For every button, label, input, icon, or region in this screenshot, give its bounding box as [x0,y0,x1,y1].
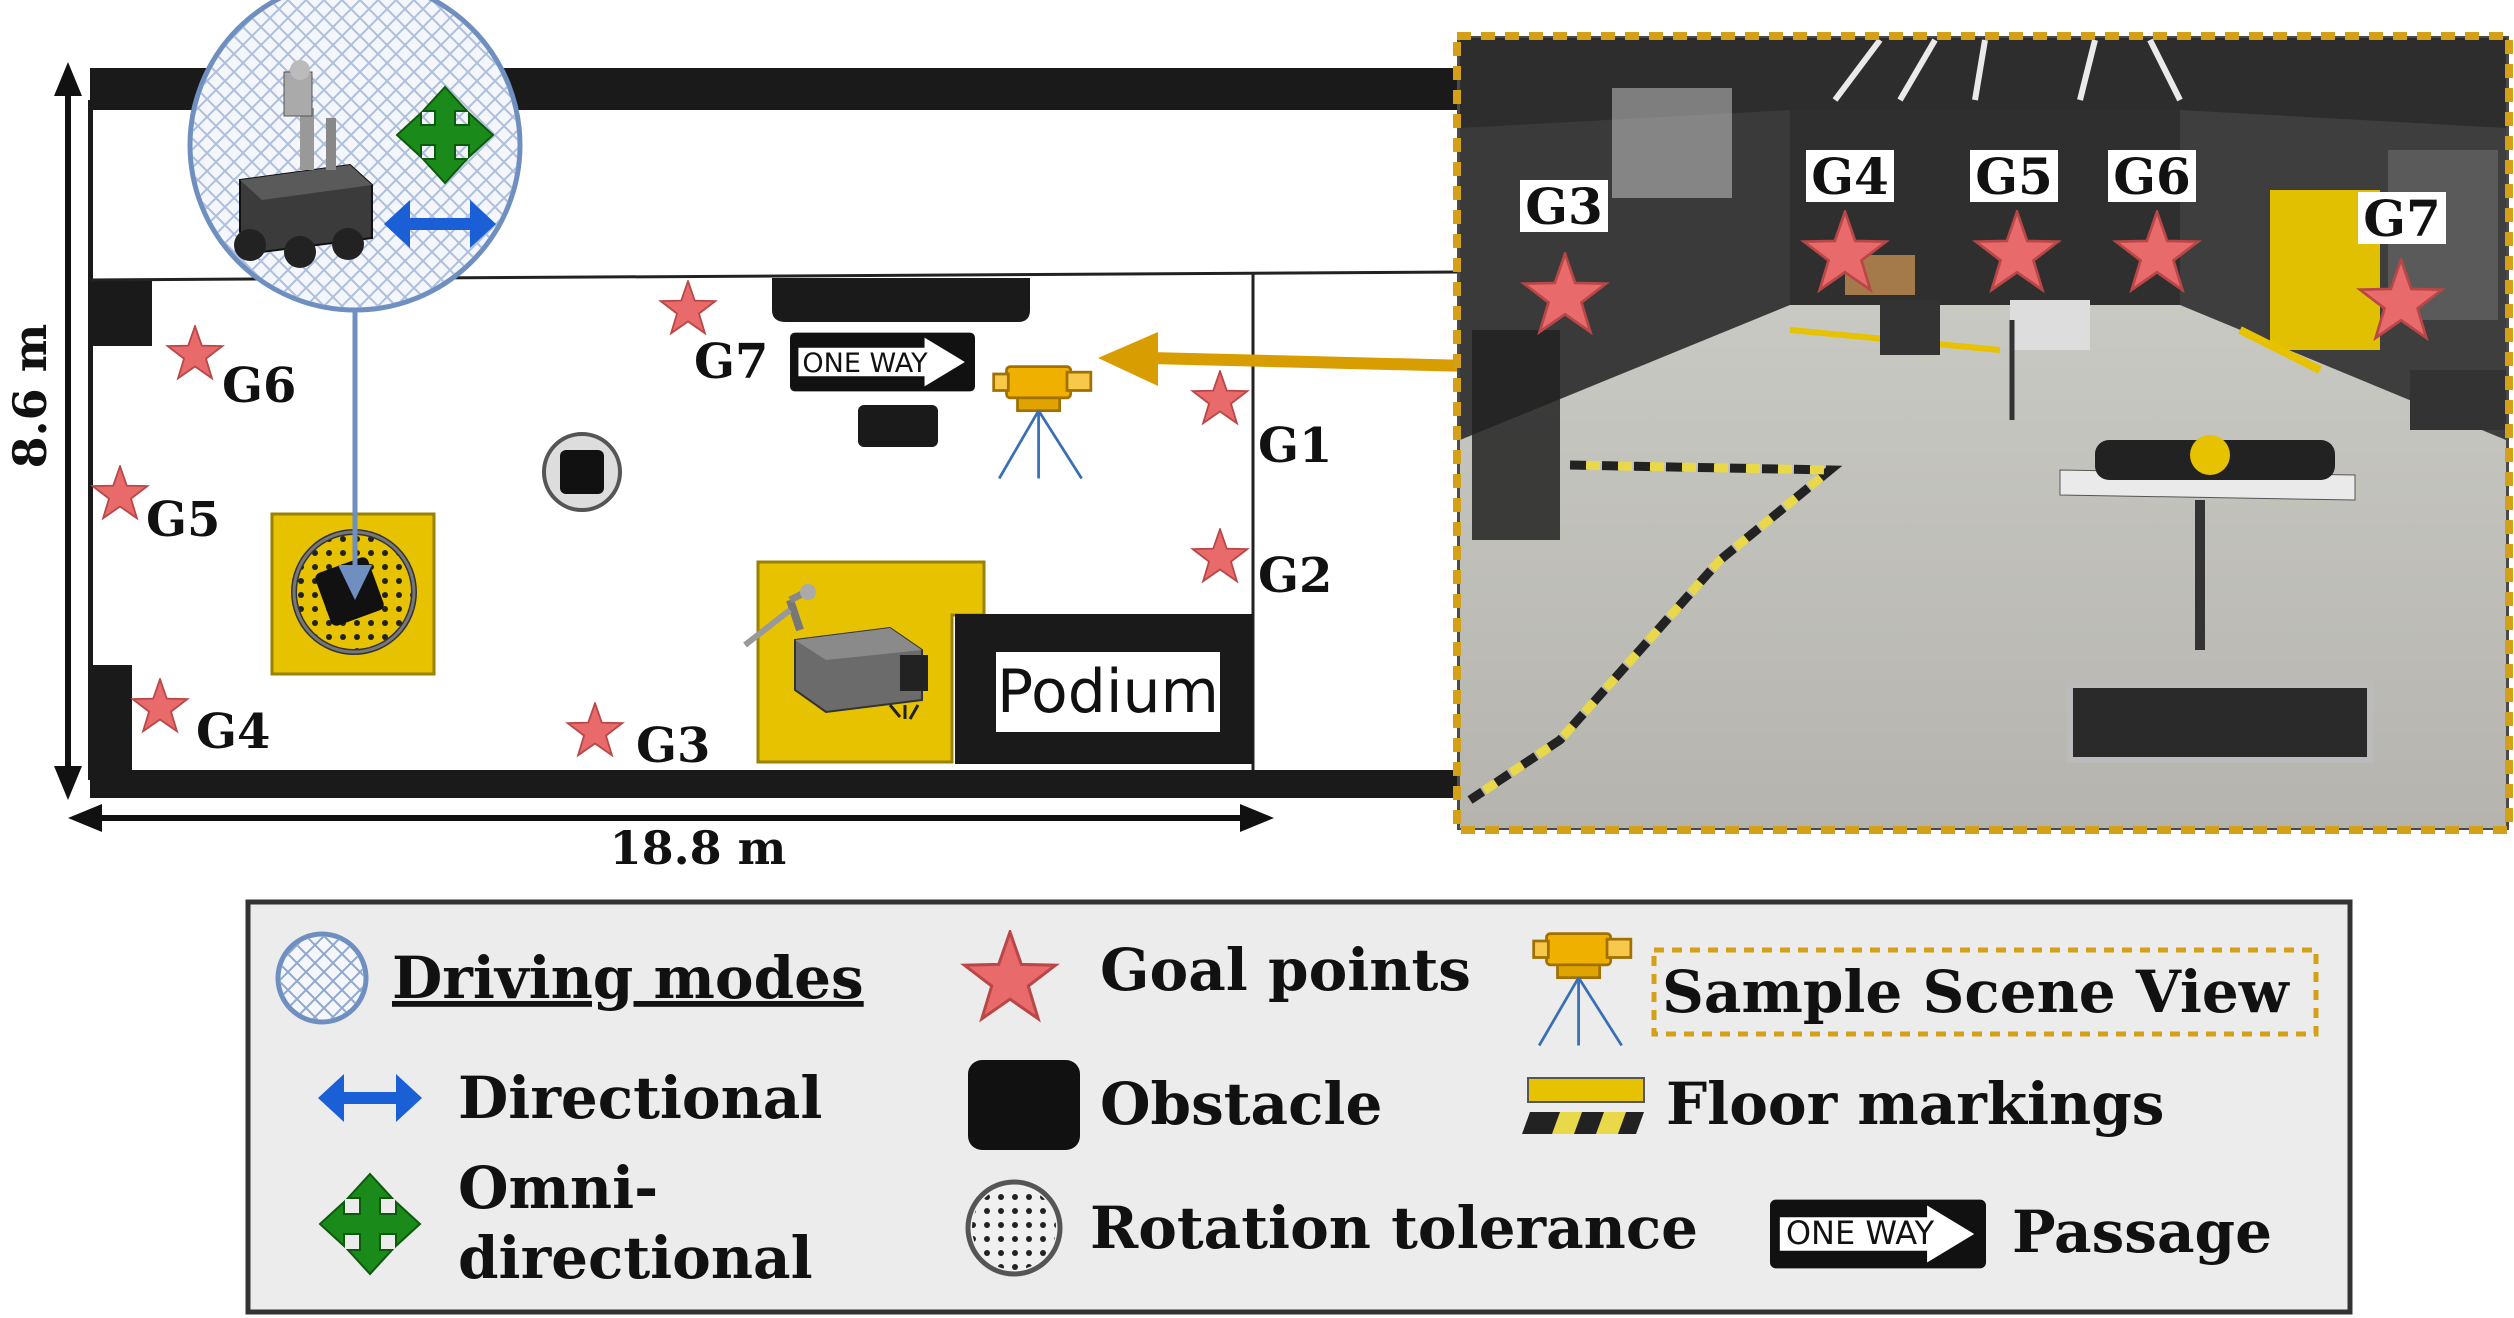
legend-rotation-tolerance-label: Rotation tolerance [1090,1194,1698,1262]
height-label: 8.6 m [3,324,57,469]
map-camera-icon [992,365,1093,480]
legend-sample-scene-view-label: Sample Scene View [1662,958,2291,1026]
goal-label-g2: G2 [1258,548,1332,604]
legend-floor-markings-label: Floor markings [1666,1070,2164,1138]
floorplan: Podium ONE WAY G1 G2 G3 G4 G5 G6 G7 [3,0,1480,875]
left-wall [88,100,93,780]
legend-box [245,899,2353,1315]
goal-star-g2 [1191,528,1249,583]
podium-label-bg [996,652,1220,732]
width-label: 18.8 m [610,821,787,875]
obstacle-small-block [858,405,938,447]
photo-dashed-frame [1453,32,2513,834]
photo-goal-label-g3: G3 [1525,177,1603,236]
goal-star-g7 [659,280,717,335]
legend-omni-label-line2: directional [458,1224,813,1292]
legend: Driving modes Directional Omni- directio… [245,899,2353,1315]
robot-arm-desk [743,584,928,720]
goal-star-g1 [1191,370,1249,425]
goal-label-g5: G5 [146,492,220,548]
photo-goal-label-g4: G4 [1811,147,1889,206]
directional-arrow-icon [384,200,496,248]
legend-driving-modes-label: Driving modes [392,944,864,1012]
robot-icon [234,60,373,268]
legend-omni-label-line1: Omni- [458,1154,658,1222]
photo-goal-label-g5: G5 [1975,147,2053,206]
legend-omni-directional: Omni- directional [318,1154,813,1292]
legend-goal-points-label: Goal points [1100,936,1471,1004]
height-dimension: 8.6 m [3,62,82,800]
legend-driving-modes: Driving modes [275,931,864,1025]
goal-star-g3 [566,702,624,757]
width-dimension: 18.8 m [68,804,1274,875]
view-arrow [1149,352,1471,372]
sample-scene-photo: G3 G4 G5 G6 G7 [1453,32,2513,834]
legend-rotation-tolerance: Rotation tolerance [965,1179,1698,1277]
legend-sample-scene-view: Sample Scene View [1532,932,2319,1047]
legend-one-way-text: ONE WAY [1786,1214,1935,1252]
driving-modes-inset [187,0,523,313]
omni-directional-arrow-icon [395,85,495,185]
goal-star-g6 [166,325,224,380]
photo-goal-label-g7: G7 [2363,189,2441,248]
goal-label-g7: G7 [694,334,768,390]
inner-wall-bottom-left [92,665,132,775]
goal-label-g1: G1 [1258,418,1332,474]
legend-obstacle-label: Obstacle [1100,1070,1382,1138]
goal-label-g4: G4 [196,704,270,760]
map-one-way-text: ONE WAY [802,348,928,379]
goal-label-g6: G6 [222,358,296,414]
legend-passage: ONE WAY Passage [1770,1198,2272,1269]
bottom-wall [90,770,1480,798]
round-obstacle-core [560,450,604,494]
photo-goal-label-g6: G6 [2113,147,2191,206]
legend-floor-markings: Floor markings [1522,1070,2164,1138]
inner-wall-top-left [92,280,152,346]
legend-obstacle: Obstacle [968,1060,1382,1150]
goal-label-g3: G3 [636,718,710,774]
map-one-way-sign: ONE WAY [790,332,975,392]
legend-passage-label: Passage [2012,1198,2272,1266]
legend-directional-label: Directional [458,1064,822,1132]
goal-star-g4 [131,678,189,733]
legend-goal-points: Goal points [962,930,1471,1021]
goal-star-g5 [91,465,149,520]
podium-label: Podium [997,657,1219,727]
legend-directional: Directional [318,1064,822,1132]
obstacle-top-bar [772,278,1030,322]
